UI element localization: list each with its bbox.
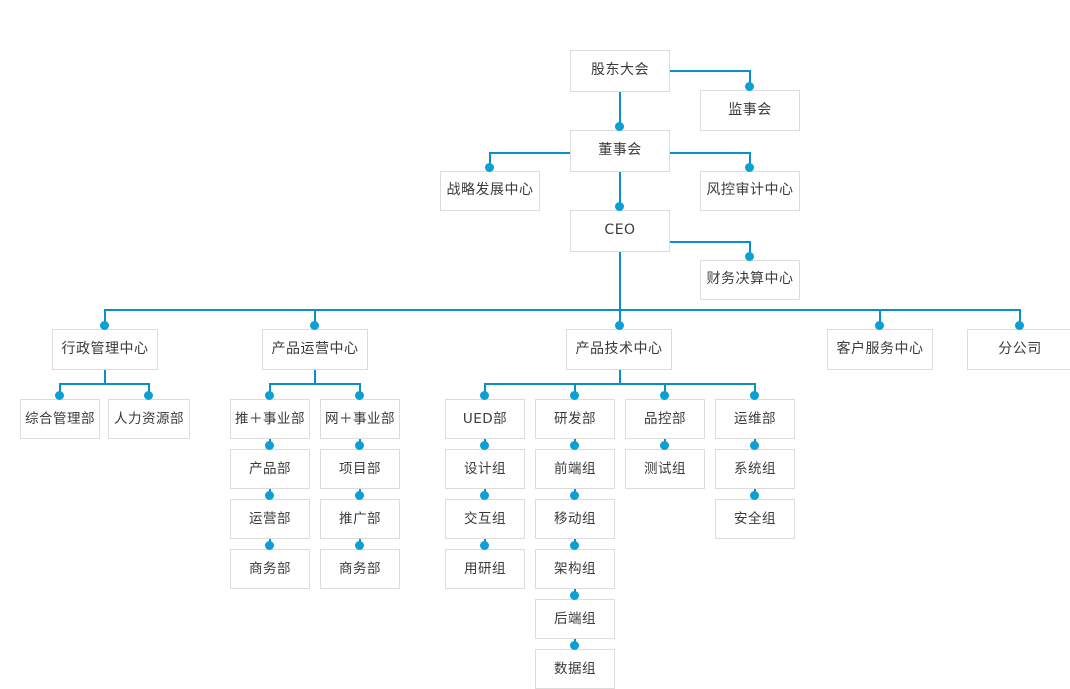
org-node-n3[interactable]: 战略发展中心 <box>440 171 540 211</box>
connector-line-vertical <box>619 252 621 309</box>
connector-dot <box>659 390 669 400</box>
org-node-f1[interactable]: 品控部 <box>625 399 705 439</box>
org-node-b4[interactable]: 商务部 <box>230 549 310 589</box>
org-node-e6[interactable]: 数据组 <box>535 649 615 689</box>
connector-dot <box>264 390 274 400</box>
connector-line-vertical <box>619 370 621 383</box>
org-node-b7[interactable]: 推广部 <box>320 499 400 539</box>
org-node-b5[interactable]: 网＋事业部 <box>320 399 400 439</box>
org-node-b6[interactable]: 项目部 <box>320 449 400 489</box>
connector-line-horizontal <box>619 241 750 243</box>
org-node-g1[interactable]: 运维部 <box>715 399 795 439</box>
connector-dot <box>569 640 579 650</box>
connector-dot <box>874 320 884 330</box>
org-node-n4[interactable]: 风控审计中心 <box>700 171 800 211</box>
connector-line-horizontal <box>484 383 755 385</box>
org-node-a2[interactable]: 人力资源部 <box>108 399 190 439</box>
org-node-b2[interactable]: 产品部 <box>230 449 310 489</box>
connector-dot <box>1014 320 1024 330</box>
org-node-d2[interactable]: 设计组 <box>445 449 525 489</box>
connector-line-vertical <box>619 92 621 130</box>
connector-line-vertical <box>749 70 751 90</box>
org-node-n0[interactable]: 股东大会 <box>570 50 670 92</box>
org-node-n5[interactable]: CEO <box>570 210 670 252</box>
connector-dot <box>614 121 624 131</box>
connector-dot <box>569 540 579 550</box>
org-node-n1[interactable]: 监事会 <box>700 90 800 131</box>
connector-dot <box>614 320 624 330</box>
connector-dot <box>309 320 319 330</box>
connector-dot <box>749 440 759 450</box>
connector-line-vertical <box>314 309 316 329</box>
org-node-c1[interactable]: 行政管理中心 <box>52 329 158 370</box>
connector-dot <box>569 490 579 500</box>
org-node-e4[interactable]: 架构组 <box>535 549 615 589</box>
org-node-e1[interactable]: 研发部 <box>535 399 615 439</box>
org-node-g2[interactable]: 系统组 <box>715 449 795 489</box>
org-node-c2[interactable]: 产品运营中心 <box>262 329 368 370</box>
connector-line-vertical <box>314 370 316 383</box>
connector-dot <box>264 440 274 450</box>
connector-dot <box>569 590 579 600</box>
org-node-e5[interactable]: 后端组 <box>535 599 615 639</box>
org-node-d3[interactable]: 交互组 <box>445 499 525 539</box>
connector-dot <box>749 490 759 500</box>
org-node-g3[interactable]: 安全组 <box>715 499 795 539</box>
connector-line-vertical <box>879 309 881 329</box>
connector-line-vertical <box>489 152 491 171</box>
connector-dot <box>484 162 494 172</box>
connector-dot <box>744 81 754 91</box>
connector-dot <box>354 490 364 500</box>
org-node-e2[interactable]: 前端组 <box>535 449 615 489</box>
connector-dot <box>143 390 153 400</box>
connector-dot <box>569 390 579 400</box>
org-node-e3[interactable]: 移动组 <box>535 499 615 539</box>
org-node-c3[interactable]: 产品技术中心 <box>566 329 672 370</box>
connector-line-horizontal <box>104 309 1020 311</box>
connector-dot <box>479 390 489 400</box>
connector-dot <box>354 390 364 400</box>
org-node-b8[interactable]: 商务部 <box>320 549 400 589</box>
connector-dot <box>264 540 274 550</box>
connector-dot <box>99 320 109 330</box>
connector-line-horizontal <box>619 70 750 72</box>
connector-dot <box>659 440 669 450</box>
org-node-n2[interactable]: 董事会 <box>570 130 670 172</box>
connector-line-vertical <box>104 370 106 383</box>
connector-dot <box>479 540 489 550</box>
org-node-c4[interactable]: 客户服务中心 <box>827 329 933 370</box>
org-node-d4[interactable]: 用研组 <box>445 549 525 589</box>
connector-dot <box>264 490 274 500</box>
connector-dot <box>749 390 759 400</box>
org-node-n6[interactable]: 财务决算中心 <box>700 260 800 300</box>
connector-dot <box>614 201 624 211</box>
connector-line-vertical <box>619 172 621 210</box>
connector-dot <box>54 390 64 400</box>
connector-dot <box>479 490 489 500</box>
org-node-a1[interactable]: 综合管理部 <box>20 399 100 439</box>
org-node-d1[interactable]: UED部 <box>445 399 525 439</box>
connector-line-vertical <box>749 241 751 260</box>
org-node-f2[interactable]: 测试组 <box>625 449 705 489</box>
connector-line-vertical <box>749 152 751 171</box>
connector-dot <box>744 162 754 172</box>
connector-dot <box>354 440 364 450</box>
connector-dot <box>479 440 489 450</box>
org-node-b1[interactable]: 推＋事业部 <box>230 399 310 439</box>
connector-line-vertical <box>1019 309 1021 329</box>
connector-line-horizontal <box>269 383 360 385</box>
connector-dot <box>569 440 579 450</box>
connector-line-horizontal <box>59 383 149 385</box>
connector-dot <box>744 251 754 261</box>
org-node-b3[interactable]: 运营部 <box>230 499 310 539</box>
org-node-c5[interactable]: 分公司 <box>967 329 1070 370</box>
connector-dot <box>354 540 364 550</box>
connector-line-vertical <box>104 309 106 329</box>
connector-line-vertical <box>619 309 621 329</box>
